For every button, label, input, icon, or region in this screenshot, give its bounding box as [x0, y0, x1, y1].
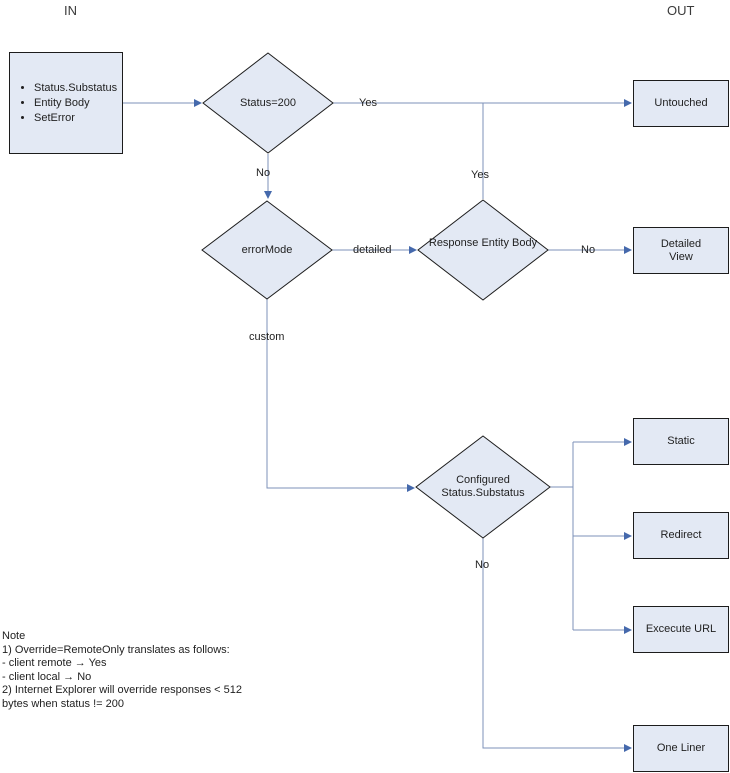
edge-label-errormode-detailed: detailed	[353, 244, 392, 256]
lane-label-in: IN	[64, 3, 77, 18]
input-node-list: Status.Substatus Entity Body SetError	[10, 80, 117, 126]
output-redirect: Redirect	[633, 512, 729, 559]
note-block: Note 1) Override=RemoteOnly translates a…	[2, 630, 242, 712]
decision-errormode-shape	[201, 200, 333, 300]
decision-diamonds	[201, 52, 551, 539]
output-execute-url-label: Excecute URL	[645, 623, 717, 635]
decision-responseentity-label: Response Entity Body	[428, 237, 538, 249]
arrowheads	[194, 99, 632, 752]
decision-responseentity-shape	[417, 199, 549, 301]
output-static: Static	[633, 418, 729, 465]
arrowhead-into-detailedview	[624, 246, 632, 254]
decision-status200-shape	[202, 52, 334, 154]
edge-label-responseentity-yes: Yes	[471, 169, 489, 181]
note-line-1: 1) Override=RemoteOnly translates as fol…	[2, 643, 230, 656]
decision-status200-label: Status=200	[240, 97, 296, 109]
decision-configured-shape	[415, 435, 551, 539]
note-line-4: 2) Internet Explorer will override respo…	[2, 684, 242, 697]
note-line-3: - client local → No	[2, 670, 92, 683]
input-item-status-substatus: Status.Substatus	[34, 81, 117, 95]
decision-errormode-label: errorMode	[241, 244, 293, 256]
arrowhead-into-oneliner	[624, 744, 632, 752]
connector-configured-branches	[550, 441, 625, 631]
output-static-label: Static	[667, 435, 695, 447]
edge-label-responseentity-no: No	[581, 244, 596, 256]
arrowhead-into-redirect	[624, 532, 632, 540]
connector-lines	[123, 102, 625, 749]
connector-errormode-custom	[266, 299, 408, 489]
edge-label-configured-no: No	[475, 559, 490, 571]
output-untouched: Untouched	[633, 80, 729, 127]
arrowhead-into-untouched	[624, 99, 632, 107]
input-item-seterror: SetError	[34, 111, 117, 125]
output-untouched-label: Untouched	[654, 97, 708, 109]
input-node: Status.Substatus Entity Body SetError	[9, 52, 123, 154]
output-detailed-view-label: Detailed View	[660, 237, 702, 263]
output-one-liner: One Liner	[633, 725, 729, 772]
output-execute-url: Excecute URL	[633, 606, 729, 653]
note-line-2: - client remote → Yes	[2, 657, 107, 670]
output-detailed-view: Detailed View	[633, 227, 729, 274]
arrowhead-into-errormode	[264, 191, 272, 199]
arrowhead-into-executeurl	[624, 626, 632, 634]
arrowhead-into-configured	[407, 484, 415, 492]
arrowhead-into-responseentity	[409, 246, 417, 254]
arrowhead-into-status200	[194, 99, 202, 107]
edge-label-errormode-custom: custom	[249, 331, 285, 343]
lane-label-out: OUT	[667, 3, 695, 18]
edge-label-status200-no: No	[256, 167, 271, 179]
output-one-liner-label: One Liner	[656, 742, 706, 754]
edge-label-status200-yes: Yes	[359, 97, 377, 109]
note-line-title: Note	[2, 630, 26, 642]
output-redirect-label: Redirect	[660, 529, 702, 541]
input-item-entity-body: Entity Body	[34, 96, 117, 110]
note-line-5: bytes when status != 200	[2, 697, 124, 710]
arrowhead-into-static	[624, 438, 632, 446]
decision-configured-label: Configured Status.Substatus	[441, 474, 525, 499]
connector-configured-no	[482, 538, 625, 749]
